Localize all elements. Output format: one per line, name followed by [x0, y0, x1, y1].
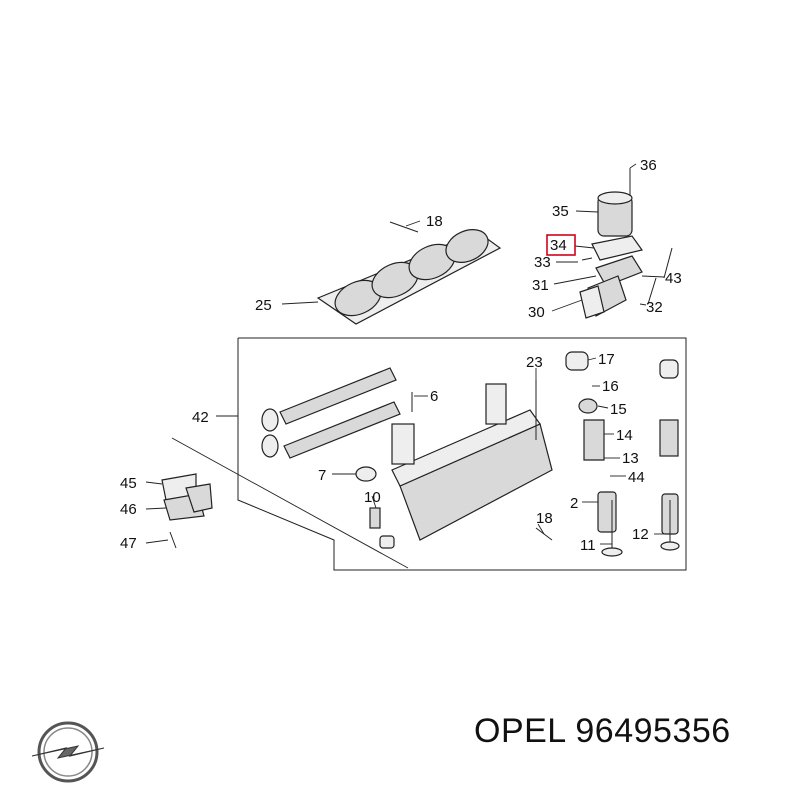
callout-12: 12	[632, 526, 649, 543]
callout-31: 31	[532, 277, 549, 294]
callout-11: 11	[580, 537, 596, 554]
callout-14: 14	[616, 427, 633, 444]
highlight-box-34	[546, 234, 576, 256]
callout-46: 46	[120, 501, 137, 518]
callout-6: 6	[430, 388, 438, 405]
callout-7: 7	[318, 467, 326, 484]
callout-23: 23	[526, 354, 543, 371]
callout-labels: 36 35 18 34 33 43 31 25 32 30 23 17 16 6…	[120, 157, 682, 554]
callout-16: 16	[602, 378, 619, 395]
callout-47: 47	[120, 535, 137, 552]
camshafts	[261, 367, 401, 459]
callout-30: 30	[528, 304, 545, 321]
callout-36: 36	[640, 157, 657, 174]
callout-34: 34	[550, 237, 567, 254]
callout-32: 32	[646, 299, 663, 316]
valve-train	[565, 351, 680, 557]
callout-17: 17	[598, 351, 615, 368]
callout-42: 42	[192, 409, 209, 426]
stud-18-top	[389, 221, 419, 233]
callout-10: 10	[364, 489, 381, 506]
egr-bolts	[581, 247, 673, 305]
callout-44: 44	[628, 469, 645, 486]
callout-15: 15	[610, 401, 627, 418]
callout-43: 43	[665, 270, 682, 287]
opel-logo-icon	[31, 721, 105, 783]
callout-25: 25	[255, 297, 272, 314]
callout-45: 45	[120, 475, 137, 492]
water-outlet	[161, 437, 409, 569]
callout-2: 2	[570, 495, 578, 512]
egr-valve	[597, 168, 633, 237]
callout-35: 35	[552, 203, 569, 220]
cylinder-head	[391, 383, 553, 541]
callout-33: 33	[534, 254, 551, 271]
head-gasket	[316, 229, 502, 325]
cylinder-head-frame	[237, 337, 687, 571]
part-number-caption: OPEL 96495356	[474, 712, 731, 750]
callout-leaders	[145, 163, 665, 545]
callout-18-bottom: 18	[536, 510, 553, 527]
callout-13: 13	[622, 450, 639, 467]
egr-adapter	[579, 255, 643, 319]
callout-18-top: 18	[426, 213, 443, 230]
egr-gasket	[591, 235, 644, 261]
